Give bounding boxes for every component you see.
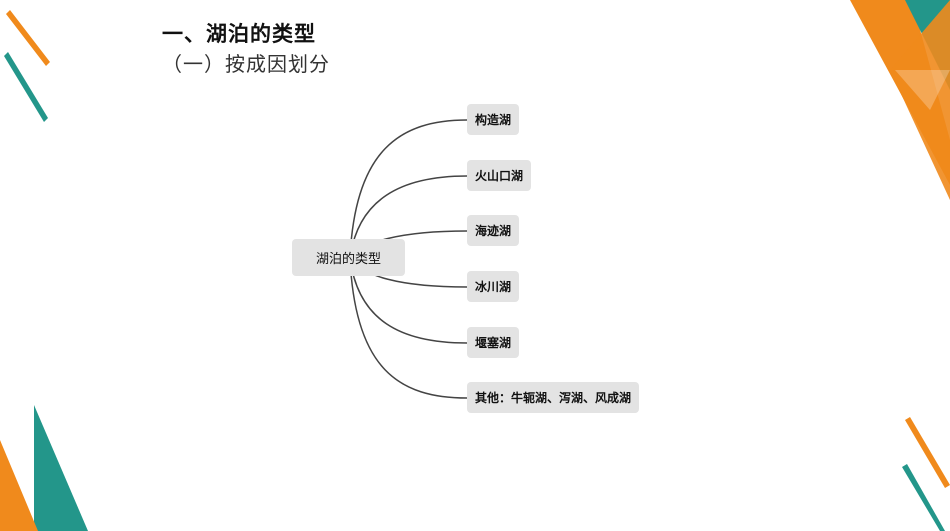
connector-6 [349,257,468,399]
branch-node-crater-lake: 火山口湖 [467,160,532,191]
bottom-right-teal-stripe [902,464,945,531]
connector-1 [349,119,468,259]
slide-title: 一、湖泊的类型 [162,22,316,46]
branch-node-barrier-lake: 堰塞湖 [467,327,520,358]
bottom-left-orange-triangle [0,440,38,531]
slide-subtitle: （一）按成因划分 [162,52,330,76]
connector-5 [349,257,468,344]
bottom-left-teal-triangle [34,405,88,531]
top-right-light-overlay [895,70,950,110]
top-left-orange-stripe [6,10,50,66]
branch-node-relict-sea-lake: 海迹湖 [467,215,520,246]
mindmap-root-node: 湖泊的类型 [292,239,405,276]
connector-2 [349,175,468,259]
branch-node-other-lakes: 其他：牛轭湖、泻湖、风成湖 [467,382,640,413]
branch-node-glacial-lake: 冰川湖 [467,271,520,302]
top-left-teal-stripe [4,52,48,122]
branch-node-tectonic-lake: 构造湖 [467,104,520,135]
bottom-right-orange-stripe [905,417,950,488]
top-right-orange-triangle [890,0,950,200]
